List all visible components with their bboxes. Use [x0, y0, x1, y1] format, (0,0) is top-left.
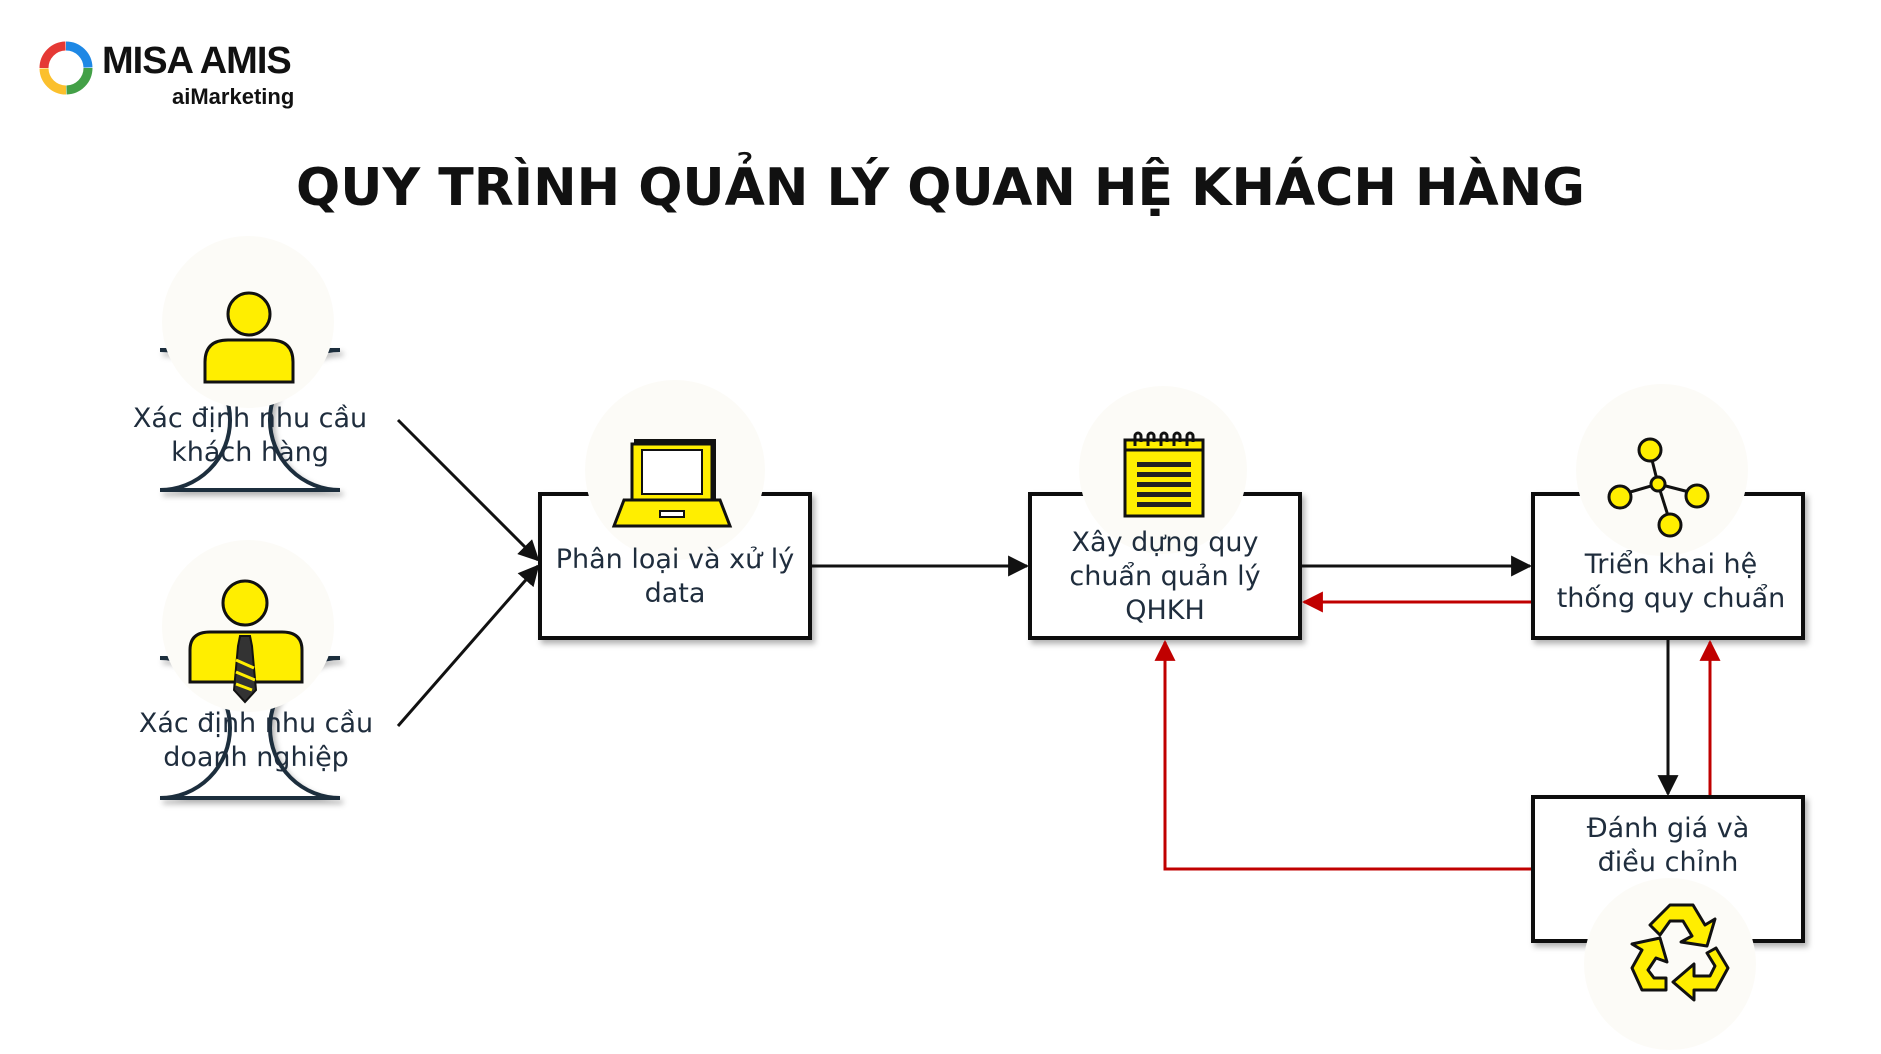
brand-product: aiMarketing: [172, 84, 295, 109]
feedback-arrows: [1154, 591, 1721, 871]
person-icon: [203, 291, 295, 384]
label-customer-needs: Xác định nhu cầu khách hàng: [132, 403, 368, 468]
network-icon: [1607, 437, 1710, 538]
arrow-customer-to-classify: [396, 418, 540, 562]
box-deploy-system: [1531, 492, 1805, 640]
recycle-icon: [1630, 903, 1730, 1002]
icon-halo: [1576, 384, 1748, 556]
laptop-icon: [611, 439, 733, 528]
label-deploy-system: Triển khai hệ thống quy chuẩn: [1556, 549, 1786, 614]
businessman-icon: [188, 579, 304, 704]
label-business-needs: Xác định nhu cầu doanh nghiệp: [138, 708, 374, 773]
arrow-business-to-classify: [396, 564, 540, 727]
page-title: QUY TRÌNH QUẢN LÝ QUAN HỆ KHÁCH HÀNG: [296, 158, 1585, 218]
brand-logo: MISA AMIS aiMarketing: [38, 36, 358, 116]
arrow-evaluate-to-build: [1154, 639, 1531, 871]
misa-logo-icon: [39, 41, 93, 95]
label-classify-data: Phân loại và xử lý data: [555, 544, 795, 609]
brand-name: MISA AMIS: [102, 40, 292, 82]
notepad-icon: [1123, 431, 1205, 518]
label-evaluate-adjust: Đánh giá và điều chỉnh: [1586, 813, 1750, 878]
label-build-standard: Xây dựng quy chuẩn quản lý QHKH: [1069, 527, 1261, 626]
forward-arrows: [396, 418, 1679, 797]
